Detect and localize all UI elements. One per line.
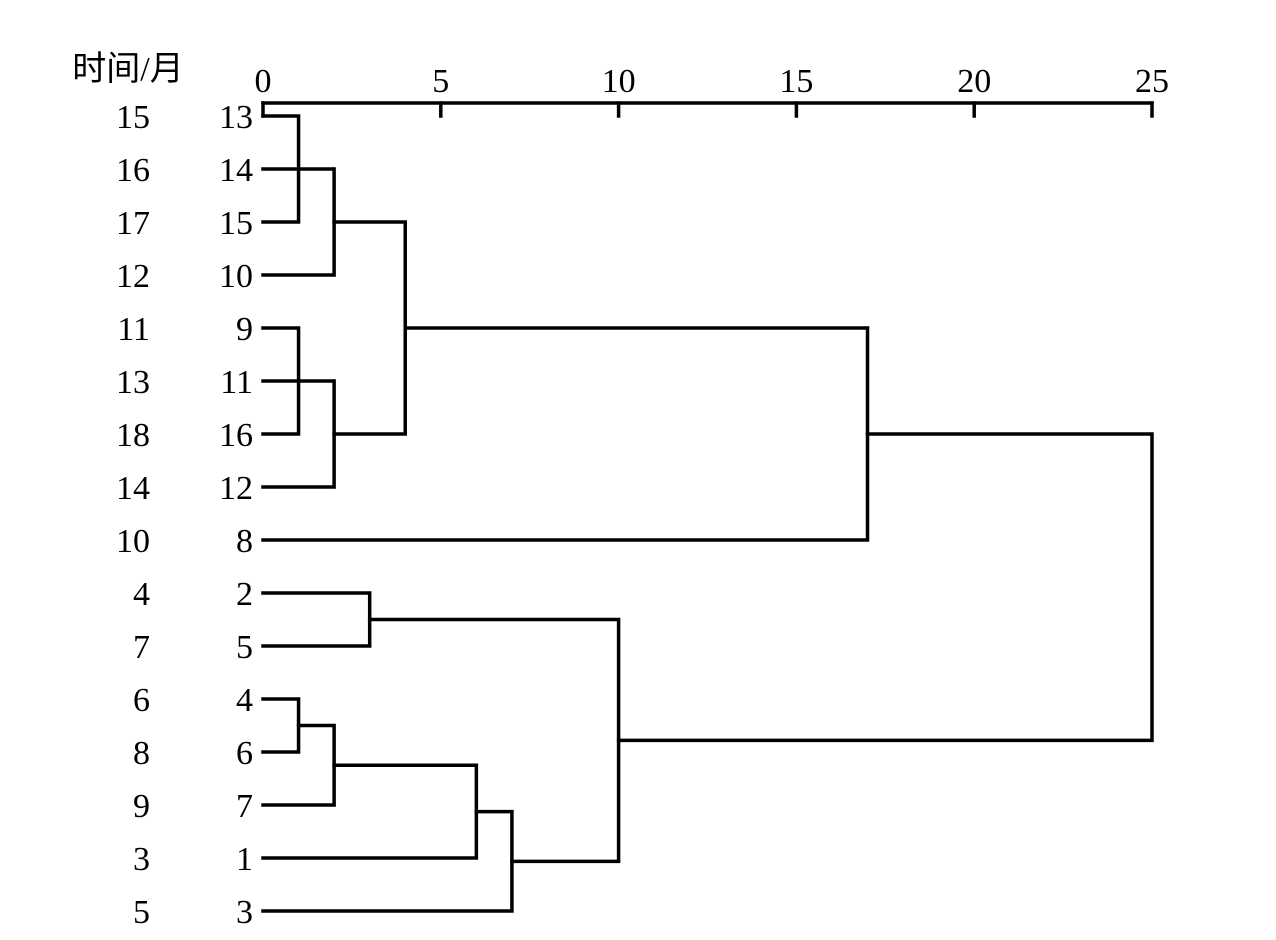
leaf-month-label: 8 (133, 735, 150, 772)
leaf-case-label: 14 (219, 152, 253, 189)
leaf-case-label: 6 (236, 735, 253, 772)
leaf-month-label: 3 (133, 841, 150, 878)
leaf-month-label: 17 (116, 205, 150, 242)
leaf-month-label: 11 (117, 311, 150, 348)
leaf-case-label: 3 (236, 894, 253, 931)
leaf-month-label: 7 (133, 629, 150, 666)
x-tick-label: 20 (957, 63, 991, 100)
leaf-month-label: 9 (133, 788, 150, 825)
dendrogram-link (261, 763, 479, 860)
leaf-case-label: 9 (236, 311, 253, 348)
dendrogram-link (261, 697, 301, 754)
dendrogram-link (332, 220, 407, 436)
leaf-month-label: 12 (116, 258, 150, 295)
leaf-case-label: 12 (219, 470, 253, 507)
dendrogram-link (367, 617, 621, 864)
dendrogram-link (261, 379, 336, 489)
leaf-case-label: 10 (219, 258, 253, 295)
leaf-case-label: 1 (236, 841, 253, 878)
leaf-case-label: 7 (236, 788, 253, 825)
leaf-month-label: 5 (133, 894, 150, 931)
dendrogram-link (261, 167, 336, 277)
leaf-case-label: 4 (236, 682, 253, 719)
leaf-month-label: 6 (133, 682, 150, 719)
leaf-case-label: 11 (220, 364, 253, 401)
leaf-case-label: 13 (219, 99, 253, 136)
leaf-case-label: 15 (219, 205, 253, 242)
leaf-month-label: 15 (116, 99, 150, 136)
leaf-month-label: 4 (133, 576, 150, 613)
x-tick-label: 15 (779, 63, 813, 100)
x-tick-label: 5 (432, 63, 449, 100)
leaf-month-label: 10 (116, 523, 150, 560)
dendrogram-link (261, 809, 514, 913)
leaf-month-label: 16 (116, 152, 150, 189)
leaf-month-label: 13 (116, 364, 150, 401)
leaf-month-label: 18 (116, 417, 150, 454)
leaf-case-label: 2 (236, 576, 253, 613)
dendrogram-branches (261, 114, 1154, 913)
dendrogram-link (616, 432, 1154, 743)
leaf-case-label: 8 (236, 523, 253, 560)
leaf-month-label: 14 (116, 470, 150, 507)
x-tick-label: 25 (1135, 63, 1169, 100)
dendrogram-link (261, 591, 372, 648)
leaf-case-label: 5 (236, 629, 253, 666)
x-tick-label: 0 (255, 63, 272, 100)
corner-label: 时间/月 (72, 51, 183, 88)
leaf-case-label: 16 (219, 417, 253, 454)
x-axis-ticks: 0 5 10 15 20 25 (255, 63, 1169, 118)
x-tick-label: 10 (602, 63, 636, 100)
